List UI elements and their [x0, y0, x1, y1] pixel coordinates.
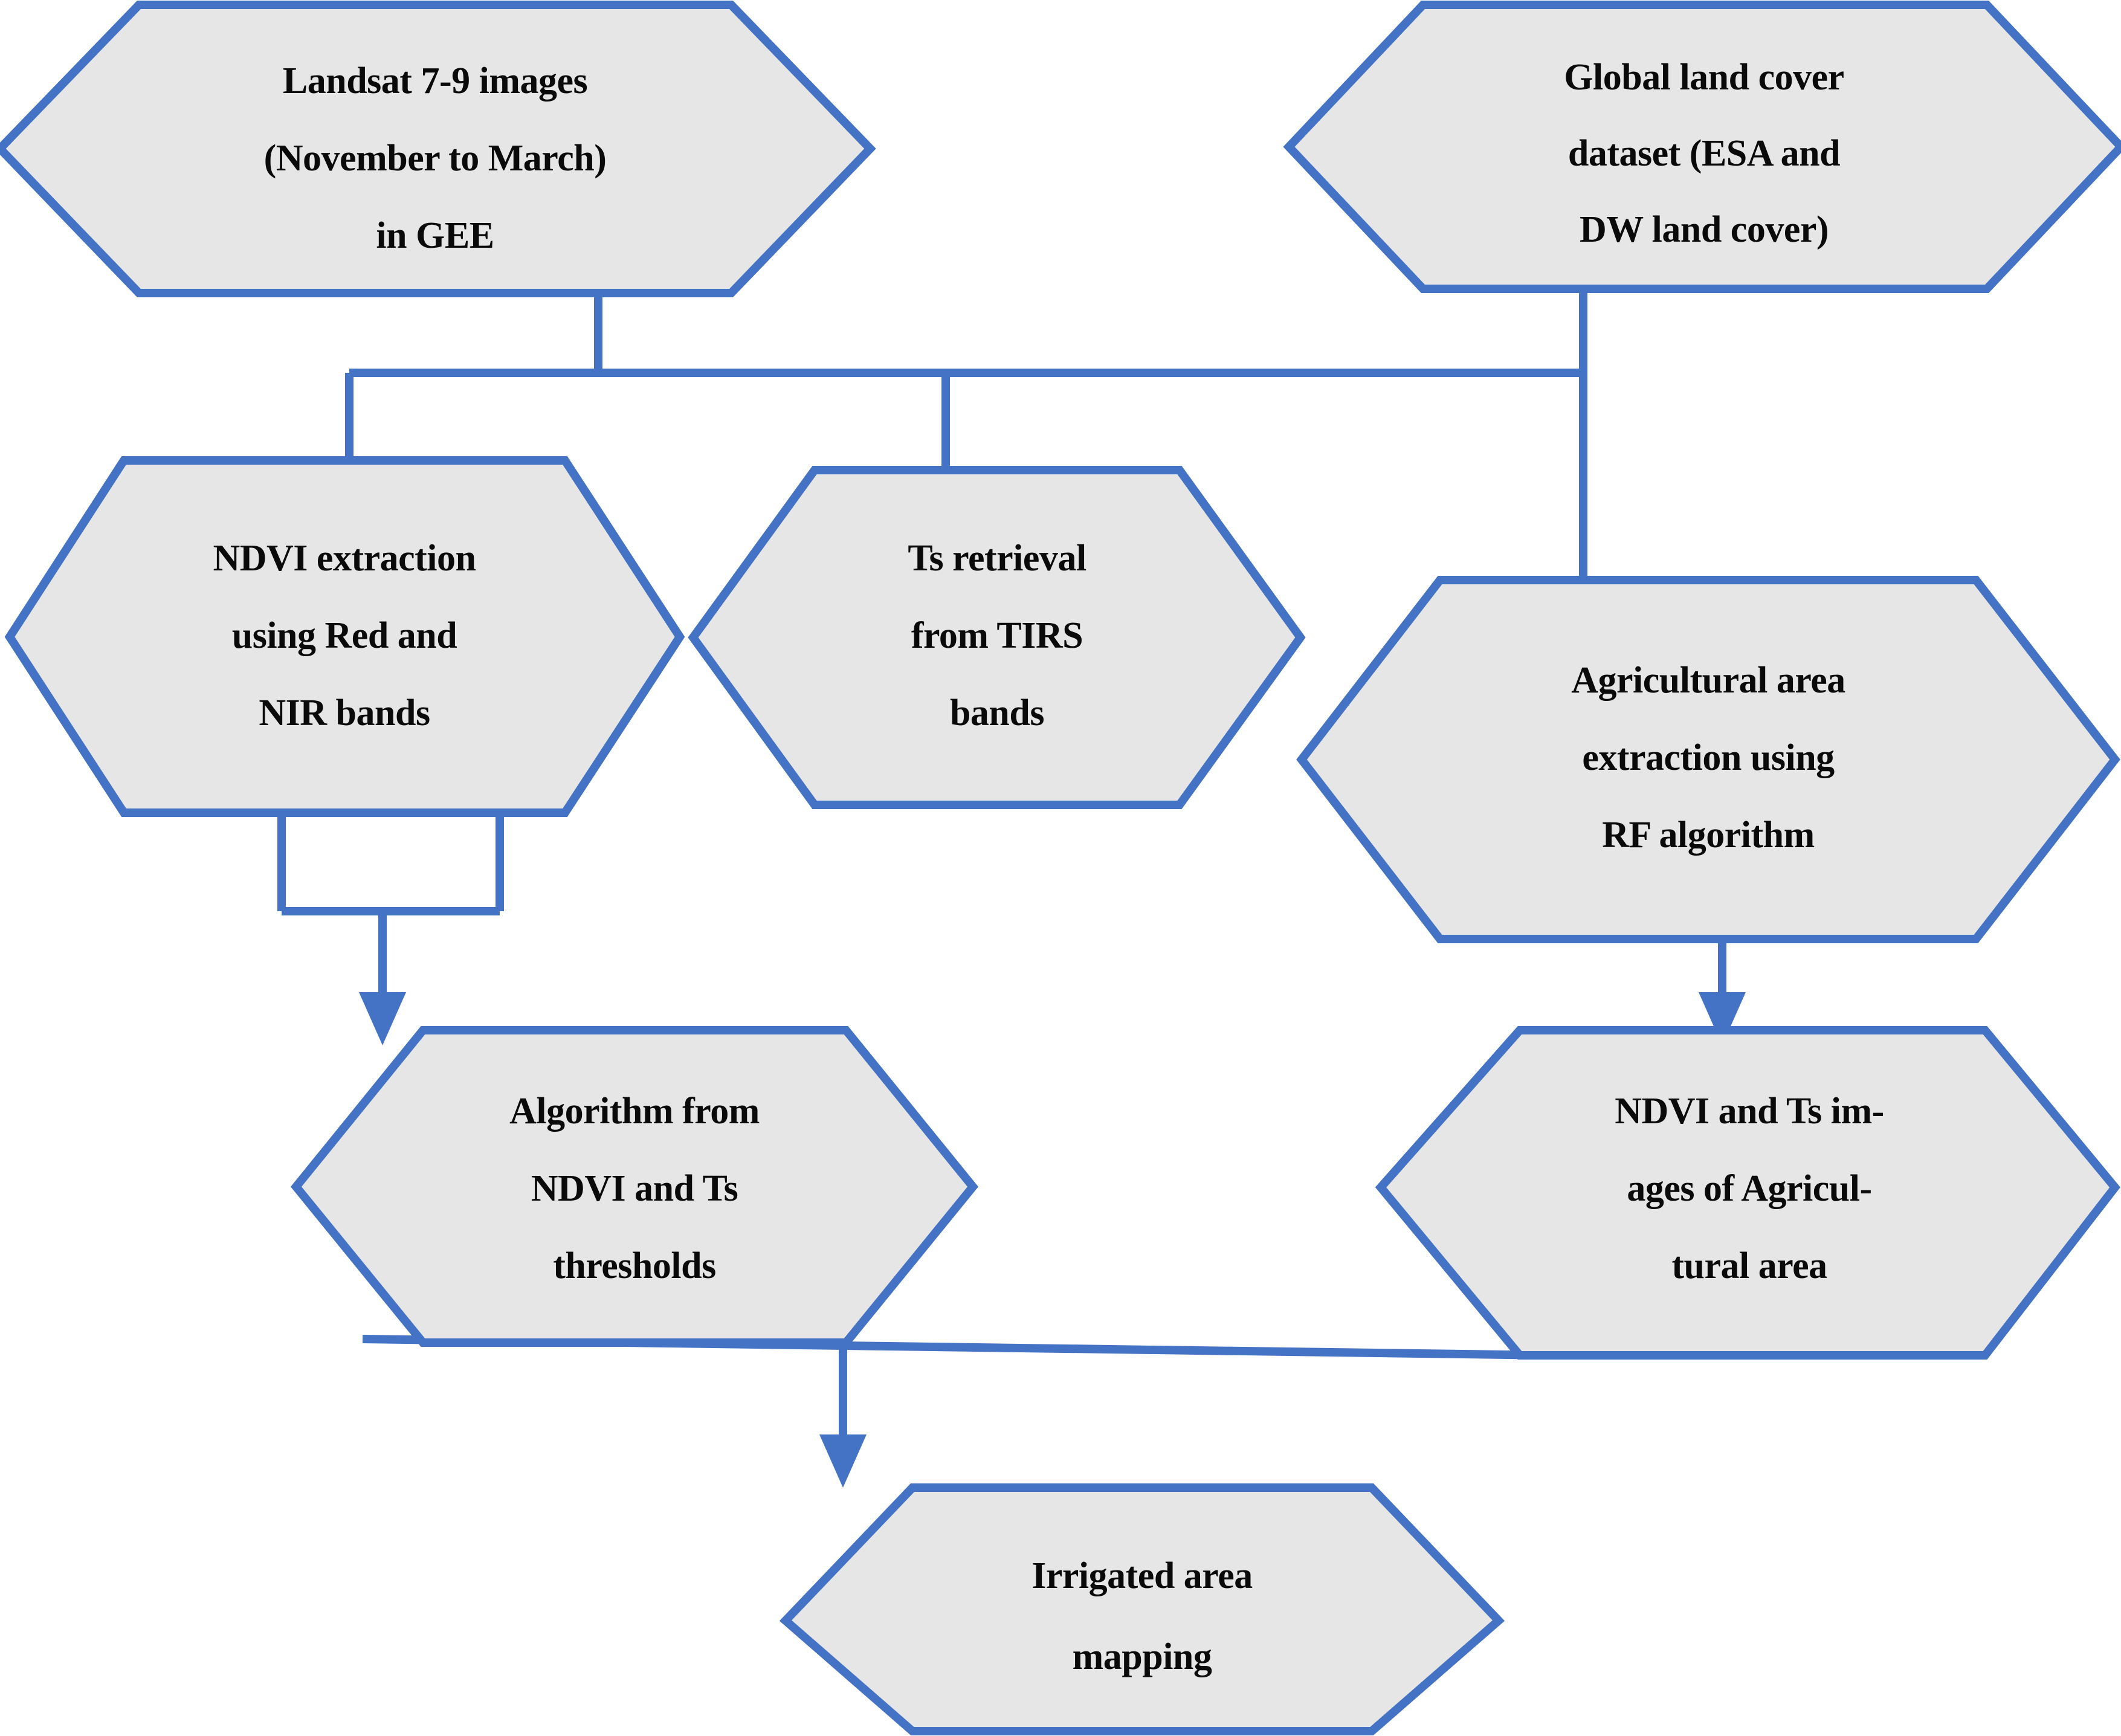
node-ndvi-hexagon	[4, 456, 685, 817]
node-landcover[interactable]: Global land cover dataset (ESA and DW la…	[1283, 0, 2121, 293]
node-ts-hexagon	[688, 466, 1306, 809]
node-landsat-line-1: Landsat 7-9 images	[283, 60, 587, 102]
node-ndvits-images-line-2: ages of Agricul-	[1627, 1168, 1871, 1209]
node-ndvits-images-hexagon	[1375, 1026, 2120, 1360]
node-landsat-line-2: (November to March)	[264, 138, 607, 179]
node-ts-line-3: bands	[950, 692, 1044, 734]
node-irrigated-hexagon	[779, 1483, 1505, 1735]
node-irrigated-line-2: mapping	[1073, 1636, 1212, 1677]
arrowhead-to-algorithm	[359, 992, 406, 1045]
node-landcover-line-3: DW land cover)	[1580, 209, 1829, 250]
node-agri-hexagon	[1296, 576, 2120, 943]
node-landsat-hexagon	[0, 1, 876, 297]
node-algorithm-line-2: NDVI and Ts	[531, 1168, 738, 1209]
node-ndvi-line-1: NDVI extraction	[213, 538, 476, 579]
node-landsat[interactable]: Landsat 7-9 images (November to March) i…	[0, 1, 876, 297]
node-landsat-line-3: in GEE	[376, 215, 494, 256]
node-irrigated[interactable]: Irrigated area mapping	[779, 1483, 1505, 1735]
node-agri-line-2: extraction using	[1582, 737, 1835, 778]
node-algorithm-hexagon	[290, 1026, 979, 1347]
node-landcover-line-1: Global land cover	[1564, 57, 1844, 98]
node-ts[interactable]: Ts retrieval from TIRS bands	[688, 466, 1306, 809]
node-agri-line-1: Agricultural area	[1571, 660, 1845, 701]
node-landcover-hexagon	[1283, 0, 2121, 293]
node-algorithm-line-3: thresholds	[553, 1245, 716, 1286]
node-algorithm-line-1: Algorithm from	[509, 1091, 760, 1132]
node-agri[interactable]: Agricultural area extraction using RF al…	[1296, 576, 2120, 943]
node-ndvits-images-line-1: NDVI and Ts im-	[1615, 1091, 1884, 1132]
node-agri-line-3: RF algorithm	[1602, 815, 1815, 856]
node-ts-line-1: Ts retrieval	[908, 538, 1086, 579]
node-landcover-line-2: dataset (ESA and	[1568, 133, 1840, 174]
arrowhead-to-irrigated	[819, 1434, 867, 1488]
arrowhead-to-ndvits-images	[1699, 992, 1746, 1045]
node-ts-line-2: from TIRS	[911, 615, 1083, 656]
node-ndvits-images[interactable]: NDVI and Ts im- ages of Agricul- tural a…	[1375, 1026, 2120, 1360]
node-ndvi[interactable]: NDVI extraction using Red and NIR bands	[4, 456, 685, 817]
node-ndvi-line-2: using Red and	[232, 615, 457, 656]
node-ndvits-images-line-3: tural area	[1671, 1245, 1827, 1286]
node-algorithm[interactable]: Algorithm from NDVI and Ts thresholds	[290, 1026, 979, 1347]
node-irrigated-line-1: Irrigated area	[1031, 1555, 1253, 1596]
node-ndvi-line-3: NIR bands	[259, 692, 430, 734]
